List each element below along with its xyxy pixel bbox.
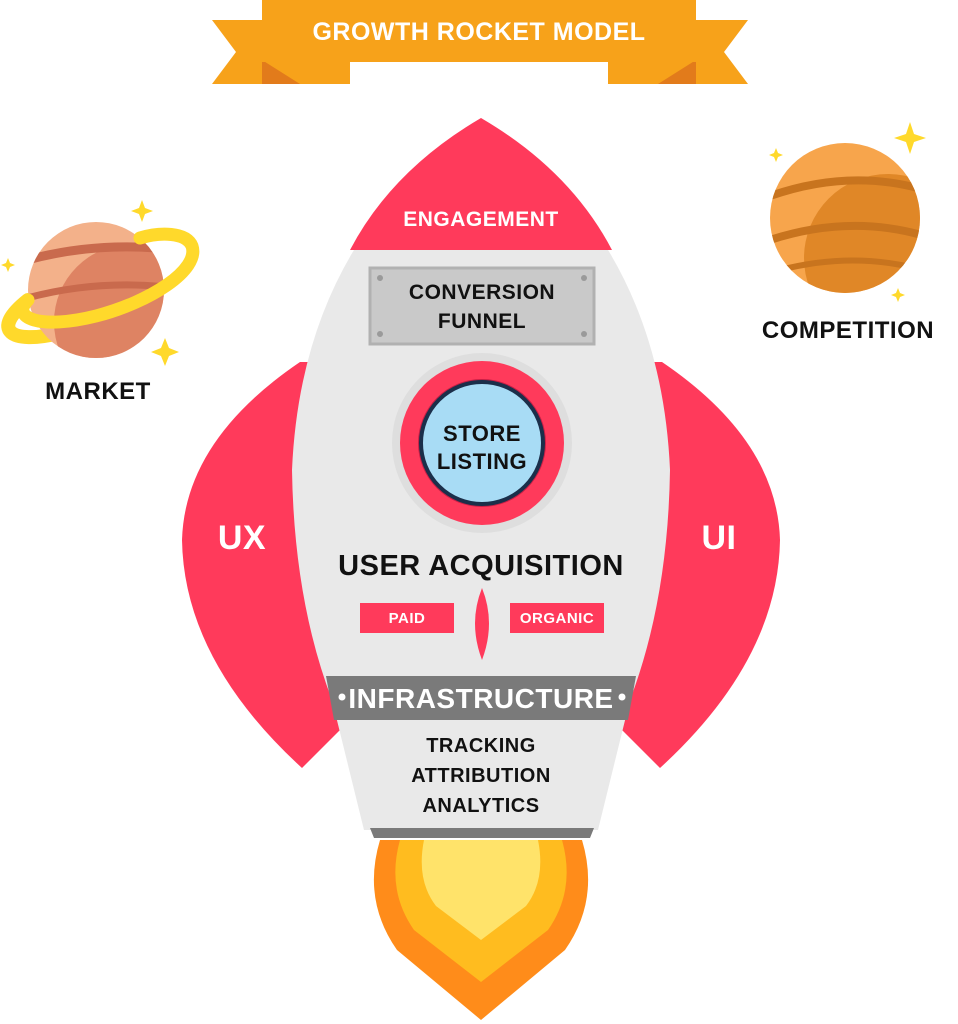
banner-left-fold xyxy=(262,60,300,84)
left-fin-label: UX xyxy=(218,519,266,557)
plate-rivet xyxy=(581,331,587,337)
star-icon xyxy=(769,148,783,162)
flame-inner xyxy=(421,840,541,940)
organic-tag: ORGANIC xyxy=(510,603,604,633)
paid-tag-box xyxy=(360,603,454,633)
right-fin-label: UI xyxy=(702,519,737,557)
star-icon xyxy=(1,258,15,272)
conversion-funnel-plate: CONVERSION FUNNEL xyxy=(368,266,596,346)
infrastructure-band: INFRASTRUCTURE xyxy=(326,676,636,720)
porthole-line-1: STORE xyxy=(443,421,521,446)
plate-frame xyxy=(368,266,596,346)
band-bolt xyxy=(618,693,626,701)
banner-face xyxy=(262,0,696,62)
rocket-base-plate xyxy=(370,828,594,838)
plate-rivet xyxy=(581,275,587,281)
acquisition-title: USER ACQUISITION xyxy=(338,550,624,582)
star-icon xyxy=(891,288,905,302)
market-label: MARKET xyxy=(45,378,151,405)
banner-right-fold xyxy=(658,60,696,84)
market-planet: MARKET xyxy=(1,222,200,405)
nose-label: ENGAGEMENT xyxy=(403,208,559,231)
sparkle-stars xyxy=(1,122,926,366)
planet-shadow xyxy=(804,174,920,293)
star-icon xyxy=(894,122,926,154)
acquisition-divider xyxy=(475,588,489,660)
band-bolt xyxy=(338,693,346,701)
banner-title: GROWTH ROCKET MODEL xyxy=(312,18,645,46)
competition-planet: COMPETITION xyxy=(762,143,934,344)
organic-tag-label: ORGANIC xyxy=(520,610,594,627)
star-icon xyxy=(131,200,153,222)
planet-stripe xyxy=(779,257,916,273)
nose-cone xyxy=(350,118,612,250)
plate-line-2: FUNNEL xyxy=(438,310,526,333)
title-banner: GROWTH ROCKET MODEL xyxy=(212,0,748,84)
porthole-line-2: LISTING xyxy=(437,449,527,474)
store-listing-porthole: STORE LISTING xyxy=(392,353,572,533)
plate-rivet xyxy=(377,331,383,337)
star-icon xyxy=(151,338,179,366)
base-item-tracking: TRACKING xyxy=(426,735,536,757)
plate-rivet xyxy=(377,275,383,281)
paid-tag: PAID xyxy=(360,603,454,633)
base-item-analytics: ANALYTICS xyxy=(422,795,539,817)
band-label: INFRASTRUCTURE xyxy=(348,683,613,714)
paid-tag-label: PAID xyxy=(389,610,426,627)
rocket-flame xyxy=(373,840,589,1020)
base-item-attribution: ATTRIBUTION xyxy=(411,765,551,787)
planet-stripe xyxy=(770,176,920,200)
band-shape xyxy=(326,676,636,720)
planet-ring-front xyxy=(16,227,200,329)
plate-line-1: CONVERSION xyxy=(409,281,555,304)
planet-stripe xyxy=(770,221,920,244)
competition-label: COMPETITION xyxy=(762,317,934,344)
porthole-glass xyxy=(419,380,545,506)
organic-tag-box xyxy=(510,603,604,633)
